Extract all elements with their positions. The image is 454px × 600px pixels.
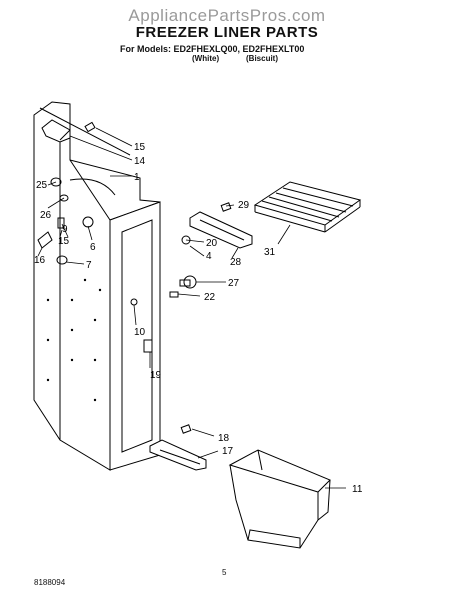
callout-29: 29: [238, 200, 250, 211]
lower-bracket: [149, 424, 207, 471]
callout-16: 16: [34, 255, 46, 266]
wire-shelf: [253, 181, 362, 233]
callout-28: 28: [230, 257, 242, 268]
variant-white: (White): [192, 54, 220, 63]
callout-9: 9: [62, 224, 68, 235]
callout-17: 17: [222, 446, 234, 457]
callouts: 15 14 1 25 26 9 15 6 16 7 29 20 4 28 31 …: [34, 142, 363, 495]
left-side-parts: [37, 177, 94, 265]
variant-biscuit: (Biscuit): [246, 54, 278, 63]
callout-10: 10: [134, 327, 146, 338]
callout-11: 11: [352, 484, 363, 495]
shelf-bracket-upper: [181, 202, 253, 249]
watermark: AppliancePartsPros.com: [128, 6, 326, 25]
callout-31: 31: [264, 247, 276, 258]
page-number: 5: [222, 568, 227, 577]
liner-body: [33, 101, 161, 471]
models-line: For Models: ED2FHEXLQ00, ED2FHEXLT00: [120, 44, 305, 54]
callout-22: 22: [204, 292, 216, 303]
callout-6: 6: [90, 242, 96, 253]
callout-20: 20: [206, 238, 218, 249]
callout-15b: 15: [58, 236, 70, 247]
callout-18: 18: [218, 433, 230, 444]
callout-27: 27: [228, 278, 240, 289]
top-bracket: [41, 119, 96, 143]
callout-1: 1: [134, 172, 140, 183]
callout-14: 14: [134, 156, 146, 167]
freezer-bin: [228, 449, 331, 549]
callout-26: 26: [40, 210, 52, 221]
callout-7: 7: [86, 260, 92, 271]
document-code: 8188094: [34, 578, 66, 587]
callout-25: 25: [36, 180, 48, 191]
leader-lines: [37, 127, 346, 489]
callout-19: 19: [150, 370, 162, 381]
page-title: FREEZER LINER PARTS: [135, 24, 319, 41]
callout-15: 15: [134, 142, 146, 153]
callout-4: 4: [206, 251, 212, 262]
